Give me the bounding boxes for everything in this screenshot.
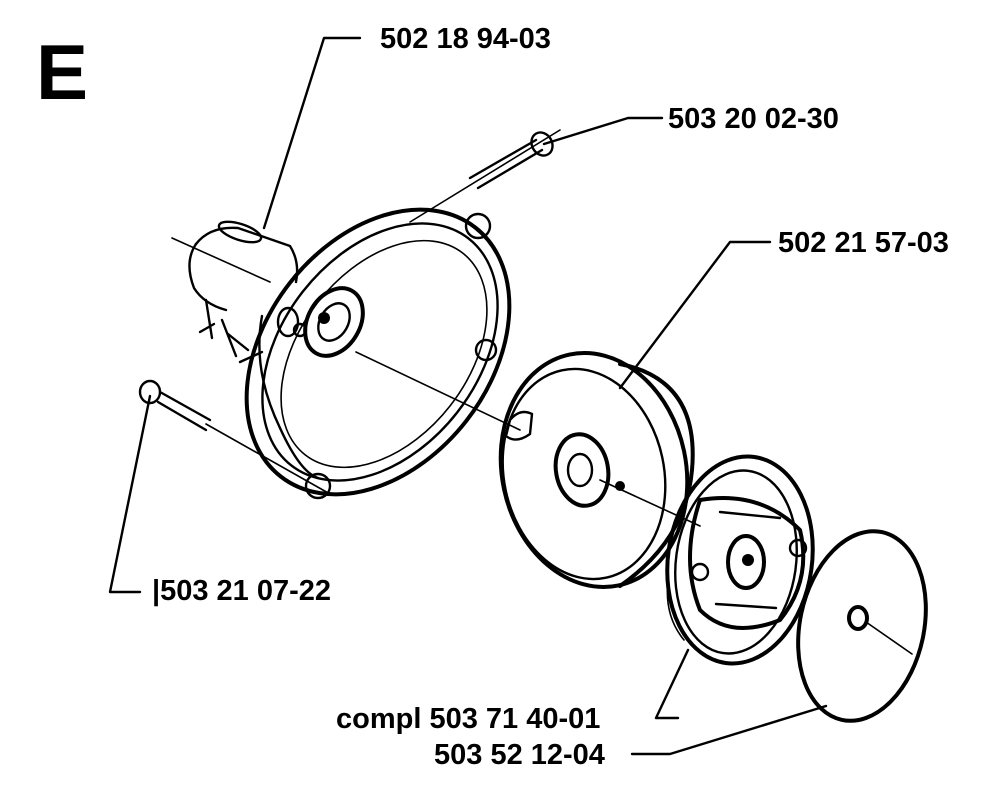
- leader-lines: [108, 36, 828, 756]
- part-label-clutch-drum: 502 21 57-03: [778, 227, 949, 259]
- clutch-drum-drawing: [355, 351, 701, 589]
- clutch-assembly-drawing: [665, 454, 815, 666]
- part-label-clutch-housing: 502 18 94-03: [380, 23, 551, 55]
- part-label-housing-screw: 503 20 02-30: [668, 103, 839, 135]
- clutch-housing-drawing: [171, 207, 512, 500]
- washer-drawing: [796, 529, 928, 723]
- part-label-washer: 503 52 12-04: [434, 739, 605, 771]
- housing-screw-drawing: [409, 129, 561, 223]
- part-label-clutch-complete: compl 503 71 40-01: [336, 703, 600, 735]
- section-letter: E: [36, 28, 88, 116]
- mounting-screw-drawing: [138, 379, 331, 495]
- part-label-mounting-screw: |503 21 07-22: [152, 575, 331, 607]
